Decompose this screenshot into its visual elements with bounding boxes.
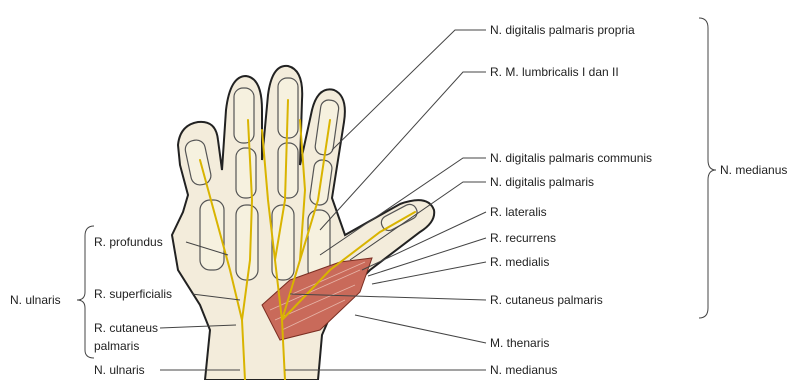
ulnaris-bracket: [77, 226, 94, 358]
label-lumbricalis: R. M. lumbricalis I dan II: [490, 65, 619, 79]
label-digitalis-palmaris: N. digitalis palmaris: [490, 175, 594, 189]
label-medianus-group: N. medianus: [720, 163, 787, 177]
label-recurrens: R. recurrens: [490, 231, 556, 245]
medianus-bracket: [699, 18, 716, 318]
label-cutaneus-palmaris-right: R. cutaneus palmaris: [490, 293, 603, 307]
label-thenaris: M. thenaris: [490, 336, 549, 350]
label-ulnaris-group: N. ulnaris: [10, 293, 61, 307]
label-lateralis: R. lateralis: [490, 205, 547, 219]
label-digitalis-palmaris-propria: N. digitalis palmaris propria: [490, 23, 635, 37]
label-cutaneus-left-1: R. cutaneus: [94, 321, 158, 335]
label-superficialis: R. superficialis: [94, 287, 172, 301]
label-medialis: R. medialis: [490, 255, 549, 269]
label-ulnaris-bottom: N. ulnaris: [94, 363, 145, 377]
label-profundus: R. profundus: [94, 235, 163, 249]
label-digitalis-palmaris-communis: N. digitalis palmaris communis: [490, 151, 652, 165]
label-medianus-bottom: N. medianus: [490, 363, 557, 377]
label-cutaneus-left-2: palmaris: [94, 339, 139, 353]
